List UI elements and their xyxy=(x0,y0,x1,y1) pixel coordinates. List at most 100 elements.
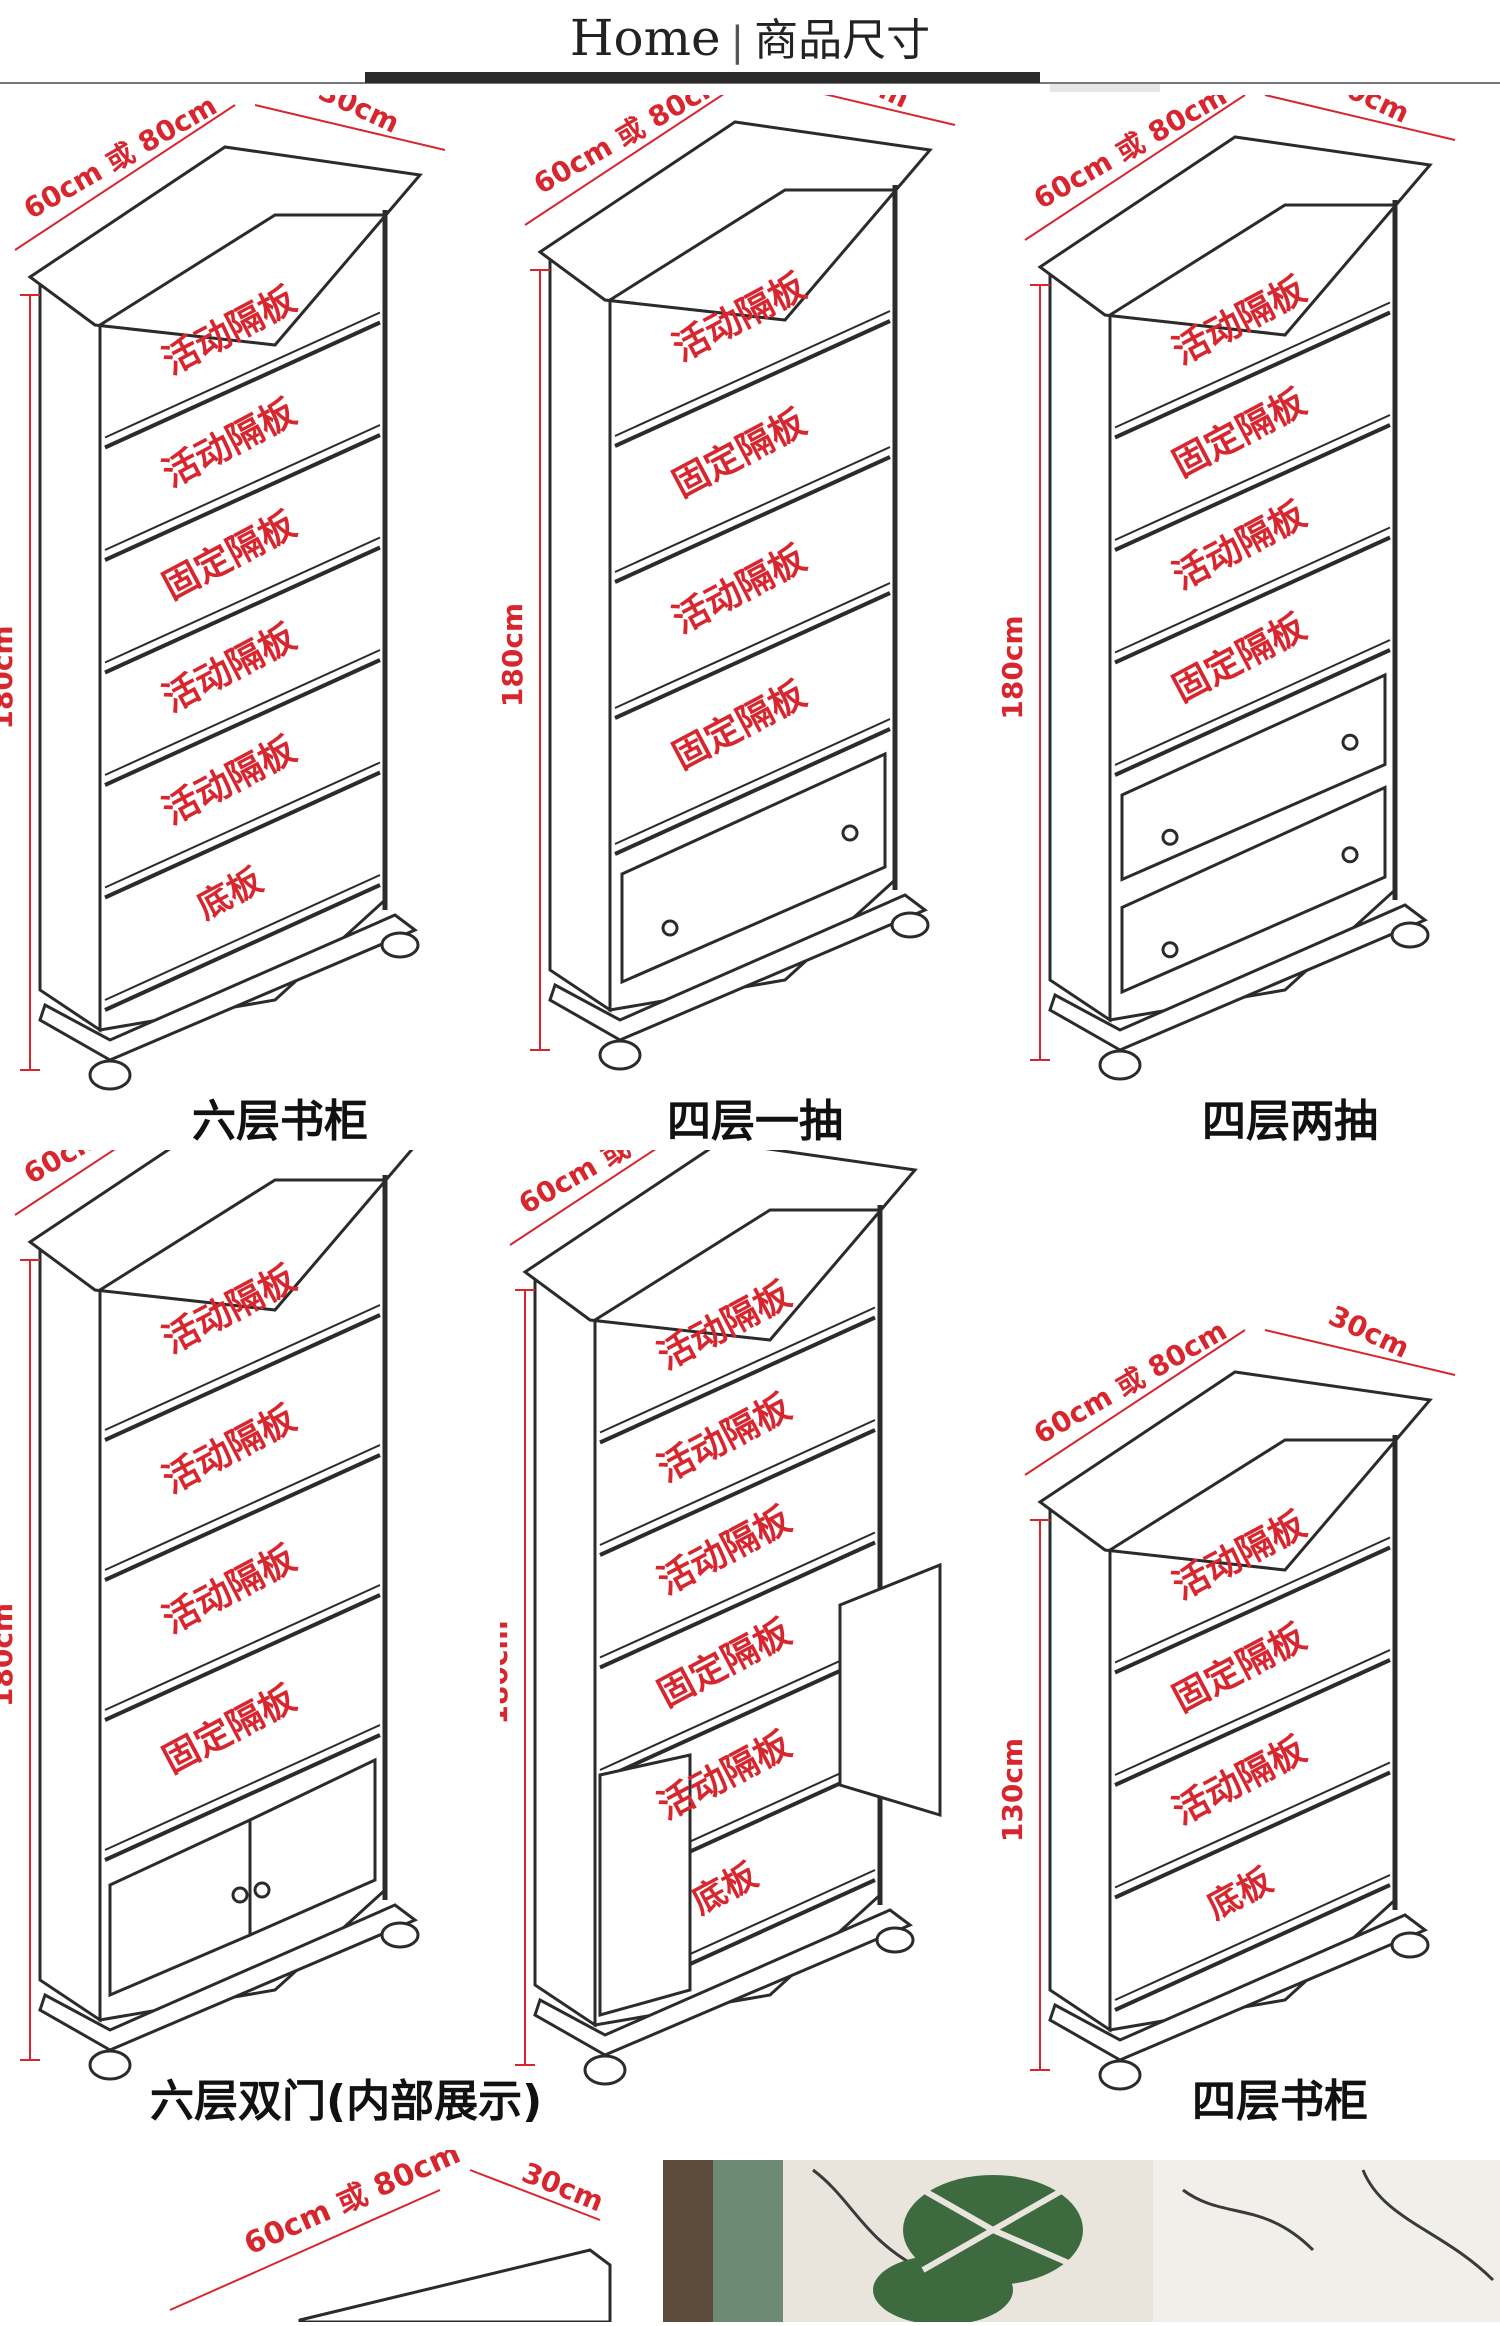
shelf-label: 底板 xyxy=(1200,1860,1279,1927)
shelf-line xyxy=(1114,535,1391,665)
shelf-line xyxy=(599,1315,876,1445)
plinth xyxy=(548,893,928,1042)
open-door-left xyxy=(598,1753,692,2017)
open-door-right xyxy=(838,1562,942,1818)
foot xyxy=(380,1921,420,1949)
side-panel xyxy=(38,1247,102,2023)
shelf-line xyxy=(104,433,381,562)
shelf-edge xyxy=(599,1531,876,1659)
plinth xyxy=(1048,903,1428,1052)
shelf-edge xyxy=(104,1584,381,1711)
depth-dimension-label: 30cm xyxy=(314,95,405,140)
cabinet-diagram-7-partial: 60cm 或 80cm 30cm xyxy=(0,2136,660,2324)
depth-dimension-label: 30cm xyxy=(517,2156,608,2218)
shelf-line xyxy=(599,1540,876,1670)
foot xyxy=(88,2049,132,2081)
shelf-line xyxy=(599,1428,876,1557)
shelf-line xyxy=(614,727,891,856)
cabinet-body xyxy=(522,1140,942,2086)
cabinet-body xyxy=(1037,1370,1433,2091)
shelf-line xyxy=(1114,1883,1391,2012)
depth-dimension-line xyxy=(1264,1329,1456,1376)
foot xyxy=(1098,2059,1142,2091)
shelf-edge xyxy=(614,718,891,845)
drawer-front xyxy=(1120,672,1387,882)
caption-six-tier-double-door: 六层双门(内部展示) xyxy=(150,2076,543,2127)
height-dimension-label: 180cm xyxy=(500,603,529,707)
shelf-line xyxy=(104,1733,381,1862)
drawer-knob xyxy=(1341,733,1359,751)
foot xyxy=(88,1059,132,1091)
shelf-edge xyxy=(104,1724,381,1851)
shelf-edge xyxy=(104,761,381,889)
shelf-edge xyxy=(1114,1536,1391,1664)
drawer-knob xyxy=(1161,941,1179,959)
shelf-edge xyxy=(104,1304,381,1431)
shelf-line xyxy=(104,545,381,675)
shelf-line xyxy=(104,658,381,787)
width-dimension-line xyxy=(524,79,746,226)
shelf-edge xyxy=(1114,301,1391,429)
side-panel xyxy=(1048,1507,1112,2033)
side-panel xyxy=(1048,272,1112,1023)
shelf-edge xyxy=(104,874,381,1001)
side-panel xyxy=(548,257,612,1013)
plinth xyxy=(533,1908,913,2057)
shelf-label: 固定隔板 xyxy=(666,674,812,778)
shelf-line xyxy=(104,1313,381,1442)
width-dimension-line xyxy=(14,104,236,251)
foot xyxy=(380,931,420,959)
drawer-knob xyxy=(1341,846,1359,864)
shelf-label: 活动隔板 xyxy=(666,538,812,642)
shelf-line xyxy=(614,455,891,584)
shelf-line xyxy=(104,770,381,900)
depth-dimension-line xyxy=(254,104,446,151)
title-separator: | xyxy=(730,19,745,65)
cabinet-drawing: 60cm 或 80cm 30cm xyxy=(169,2136,612,2324)
shelf-edge xyxy=(104,536,381,664)
drawer-knob xyxy=(661,919,679,937)
cabinet-body xyxy=(27,145,423,1091)
drawer-knob xyxy=(841,824,859,842)
foot xyxy=(875,1926,915,1954)
shelf-line xyxy=(104,883,381,1012)
plinth xyxy=(1048,1913,1428,2062)
header-divider xyxy=(0,82,1500,84)
cabinet-body xyxy=(537,120,933,1071)
caption-four-tier-two-drawers: 四层两抽 xyxy=(1202,1096,1378,1147)
plinth xyxy=(38,1903,418,2052)
shelf-label: 底板 xyxy=(685,1855,764,1922)
top-board xyxy=(27,1110,423,1312)
shelf-line xyxy=(1114,310,1391,440)
caption-four-tier-bookcase: 四层书柜 xyxy=(1192,2076,1368,2127)
width-dimension-label: 60cm 或 80cm xyxy=(239,2150,466,2262)
shelf-edge xyxy=(599,1644,876,1771)
caption-four-tier-one-drawer: 四层一抽 xyxy=(667,1096,843,1147)
page-title: Home|商品尺寸 xyxy=(0,4,1500,68)
shelf-line xyxy=(1114,1770,1391,1900)
height-dimension-label: 180cm xyxy=(0,625,19,729)
shelf-edge xyxy=(104,1444,381,1571)
shelf-edge xyxy=(1114,1874,1391,2001)
shelf-line xyxy=(1114,1658,1391,1787)
home-link[interactable]: Home xyxy=(569,9,721,67)
caption-six-tier: 六层书柜 xyxy=(192,1096,368,1147)
cabinet-body xyxy=(27,1110,423,2081)
plinth xyxy=(38,913,418,1062)
header-tab-shadow xyxy=(1050,84,1160,92)
width-dimension-line xyxy=(1024,1329,1246,1476)
width-dimension-line xyxy=(1024,94,1246,241)
drawer-knob xyxy=(1161,828,1179,846)
cabinet-door xyxy=(248,1757,377,1938)
shelf-line xyxy=(104,1453,381,1582)
shelf-line xyxy=(599,1653,876,1782)
